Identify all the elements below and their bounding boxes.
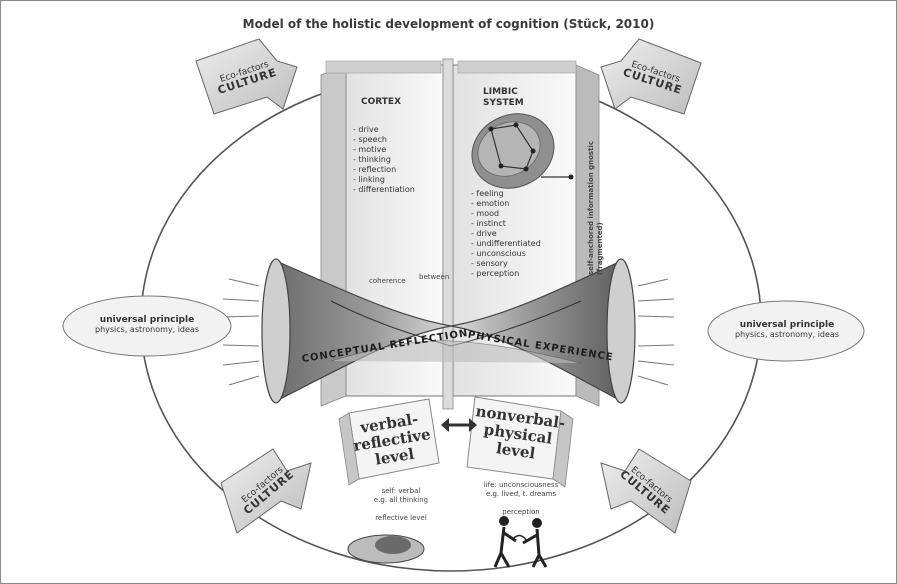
note-line: e.g. lived, t. dreams xyxy=(485,490,557,498)
universal-label-left: universal principle physics, astronomy, … xyxy=(81,315,213,335)
universal-title: universal principle xyxy=(739,320,835,330)
level-cards xyxy=(338,396,574,488)
cortex-bottom-right: between xyxy=(419,273,450,281)
note-line: life: unconsciousness xyxy=(483,481,559,489)
cortex-item: - drive xyxy=(353,125,379,134)
limbic-item: - undifferentiated xyxy=(471,239,541,248)
limbic-heading-line2: SYSTEM xyxy=(483,98,524,108)
eco-arrow-top-right xyxy=(600,38,702,115)
cortex-text: CORTEX - drive - speech - motive - think… xyxy=(353,97,441,195)
nonverbal-notes: life: unconsciousness e.g. lived, t. dre… xyxy=(479,481,563,517)
note-line xyxy=(365,505,437,514)
universal-ellipse-right xyxy=(707,300,865,362)
universal-subtitle: physics, astronomy, ideas xyxy=(94,325,199,334)
limbic-item: - perception xyxy=(471,269,520,278)
limbic-item: - sensory xyxy=(471,259,508,268)
universal-ellipse-left xyxy=(62,295,232,357)
double-arrow xyxy=(441,418,477,432)
hourglass-funnel xyxy=(261,258,636,404)
note-line: self: verbal xyxy=(381,487,421,495)
verbal-notes: self: verbal e.g. all thinking reflectiv… xyxy=(365,487,437,523)
universal-title: universal principle xyxy=(99,315,195,325)
cortex-item: - linking xyxy=(353,175,385,184)
cortex-item: - speech xyxy=(353,135,387,144)
limbic-item: - unconscious xyxy=(471,249,526,258)
note-line: perception xyxy=(502,508,540,516)
figures-bottom xyxy=(347,516,548,568)
limbic-item: - emotion xyxy=(471,199,510,208)
limbic-vertical-label: self-anchored information gnostic (fragm… xyxy=(587,141,604,275)
cortex-item: - differentiation xyxy=(353,185,415,194)
cortex-item: - motive xyxy=(353,145,387,154)
note-line: e.g. all thinking xyxy=(373,496,429,504)
cortex-item: - reflection xyxy=(353,165,397,174)
cortex-heading: CORTEX xyxy=(361,97,402,107)
eco-arrow-bottom-right xyxy=(600,448,692,534)
limbic-heading-line1: LIMBIC xyxy=(483,87,518,97)
universal-label-right: universal principle physics, astronomy, … xyxy=(721,320,853,340)
cortex-bottom-left: coherence xyxy=(369,277,406,285)
limbic-heading: LIMBIC SYSTEM xyxy=(483,87,524,109)
radiating-arrows-left xyxy=(222,278,260,386)
limbic-item: - feeling xyxy=(471,189,504,198)
note-line xyxy=(479,499,563,508)
limbic-item: - mood xyxy=(471,209,500,218)
eco-arrow-top-left xyxy=(195,38,298,115)
limbic-item: - instinct xyxy=(471,219,506,228)
radiating-arrows-right xyxy=(637,278,675,386)
cortex-item: - thinking xyxy=(353,155,391,164)
note-line: reflective level xyxy=(375,514,427,522)
limbic-brain-diagram xyxy=(471,113,574,189)
universal-subtitle: physics, astronomy, ideas xyxy=(734,330,839,339)
diagram-title: Model of the holistic development of cog… xyxy=(242,17,655,31)
limbic-item: - drive xyxy=(471,229,497,238)
limbic-text: - feeling - emotion - mood - instinct - … xyxy=(471,189,563,279)
eco-arrow-bottom-left xyxy=(220,448,312,534)
